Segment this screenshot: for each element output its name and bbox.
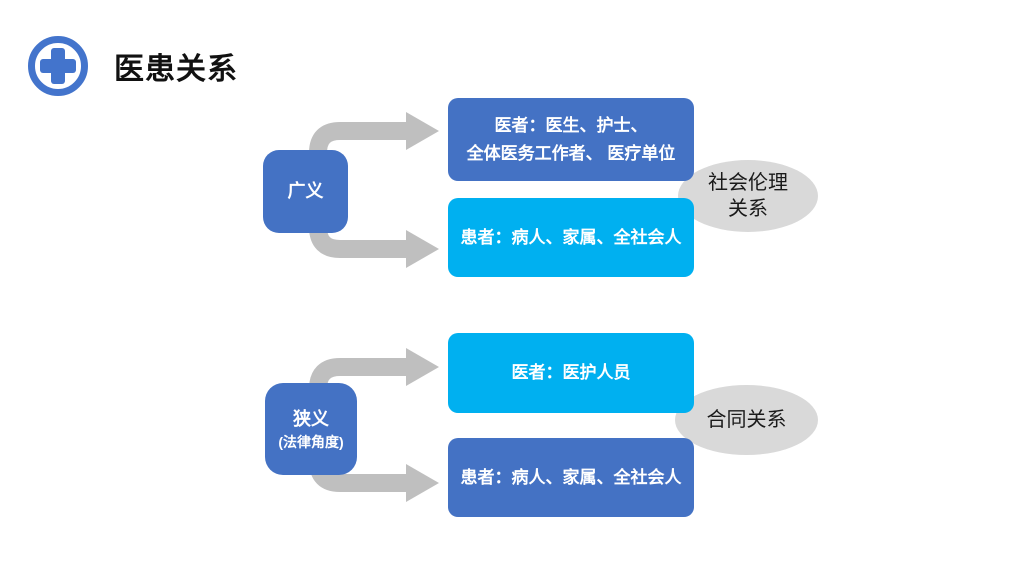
medical-cross-icon-vbar (51, 48, 65, 84)
relation-ellipse-contract: 合同关系 (675, 385, 818, 455)
box-broad-patient: 患者：病人、家属、全社会人 (448, 198, 694, 277)
relation-label-line: 关系 (728, 198, 768, 220)
box-broad-doctor: 医者：医生、护士、 全体医务工作者、 医疗单位 (448, 98, 694, 181)
relation-ellipse-social-ethics: 社会伦理 关系 (678, 160, 818, 232)
branch-box-broad: 广义 (263, 150, 348, 233)
box-text-line: 患者：病人、家属、全社会人 (460, 467, 682, 487)
box-text-line: 全体医务工作者、 医疗单位 (466, 143, 676, 163)
branch-sublabel: (法律角度) (278, 433, 344, 450)
box-narrow-doctor: 医者：医护人员 (448, 333, 694, 413)
branch-label: 广义 (287, 181, 324, 202)
relation-label-line: 合同关系 (706, 409, 787, 431)
branch-label: 狭义 (293, 408, 329, 429)
box-narrow-patient: 患者：病人、家属、全社会人 (448, 438, 694, 517)
medical-cross-icon (28, 36, 88, 96)
slide-header: 医患关系 (28, 36, 238, 96)
branch-box-narrow: 狭义 (法律角度) (265, 383, 357, 475)
relation-label-line: 社会伦理 (708, 172, 788, 194)
page-title: 医患关系 (114, 53, 238, 86)
box-text-line: 医者：医生、护士、 (494, 116, 648, 136)
box-text-line: 患者：病人、家属、全社会人 (460, 227, 682, 247)
box-text-line: 医者：医护人员 (511, 363, 631, 383)
